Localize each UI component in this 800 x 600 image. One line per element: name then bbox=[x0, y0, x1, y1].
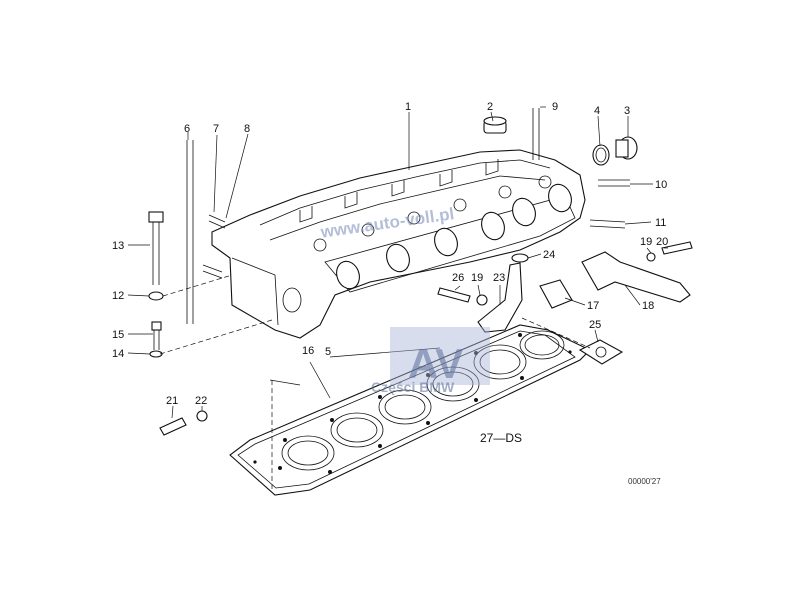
callout-18: 18 bbox=[642, 300, 654, 312]
callout-26: 26 bbox=[452, 272, 464, 284]
callout-17: 17 bbox=[587, 300, 599, 312]
leader-lines bbox=[127, 106, 668, 419]
callout-19-a: 19 bbox=[640, 236, 652, 248]
callout-2: 2 bbox=[487, 101, 493, 113]
callout-8: 8 bbox=[244, 123, 250, 135]
callout-15: 15 bbox=[112, 329, 124, 341]
callout-24: 24 bbox=[543, 249, 555, 261]
figure-code: 00000'27 bbox=[628, 477, 661, 486]
head-gasket-drawing bbox=[229, 324, 591, 496]
watermark-caption: Części BMW bbox=[371, 379, 455, 395]
watermark-logo: AV bbox=[408, 340, 463, 387]
cylinder-head-drawing bbox=[211, 149, 586, 339]
callout-5: 5 bbox=[325, 346, 331, 358]
dashed-guide-lines bbox=[159, 274, 591, 355]
callout-14: 14 bbox=[112, 348, 124, 360]
callout-labels: 1 2 3 4 5 6 7 8 9 10 11 12 13 14 15 16 1… bbox=[112, 101, 668, 486]
callout-22: 22 bbox=[195, 395, 207, 407]
callout-13: 13 bbox=[112, 240, 124, 252]
callout-11: 11 bbox=[655, 217, 666, 229]
callout-10: 10 bbox=[655, 179, 667, 191]
small-parts-drawing bbox=[148, 108, 693, 436]
callout-9: 9 bbox=[552, 101, 558, 113]
callout-4: 4 bbox=[594, 105, 600, 117]
gasket-label: 27—DS bbox=[480, 431, 522, 445]
callout-23: 23 bbox=[493, 272, 505, 284]
callout-6: 6 bbox=[184, 123, 190, 135]
callout-19-b: 19 bbox=[471, 272, 483, 284]
callout-1: 1 bbox=[405, 101, 411, 113]
callout-25: 25 bbox=[589, 319, 601, 331]
callout-20: 20 bbox=[656, 236, 668, 248]
callout-21: 21 bbox=[166, 395, 178, 407]
callout-3: 3 bbox=[624, 105, 630, 117]
callout-12: 12 bbox=[112, 290, 124, 302]
callout-7: 7 bbox=[213, 123, 219, 135]
callout-16: 16 bbox=[302, 345, 314, 357]
